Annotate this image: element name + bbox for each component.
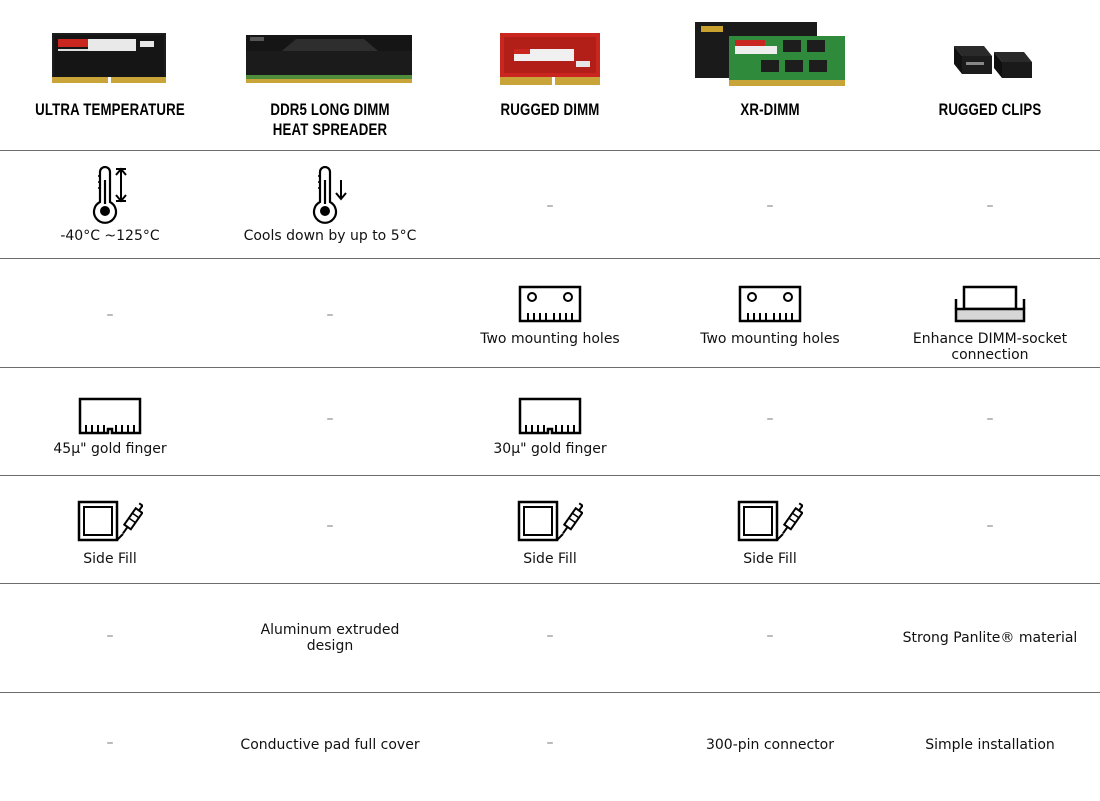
- cell-mounting-xr-dimm: Two mounting holes: [660, 285, 880, 347]
- not-applicable-dash: –: [326, 307, 334, 323]
- aluminum-design-label-line: Aluminum extruded: [260, 622, 400, 638]
- cell-extra-rugged-clips: Simple installation: [880, 737, 1100, 753]
- cell-goldfinger-ultra: 45μ" gold finger: [0, 397, 220, 457]
- row-divider: [0, 475, 1100, 476]
- cell-sidefill-rugged-dimm: Side Fill: [440, 500, 660, 567]
- cell-temperature-ultra: -40°C ~125°C: [0, 166, 220, 244]
- row-divider: [0, 150, 1100, 151]
- mounting-holes-icon: [738, 285, 802, 323]
- connector-pin-label: 300-pin connector: [705, 737, 834, 753]
- cell-extra-xr-dimm: 300-pin connector: [660, 737, 880, 753]
- not-applicable-dash: –: [986, 518, 994, 534]
- side-fill-syringe-icon: [517, 500, 583, 542]
- thermometer-cooling-icon: [312, 166, 347, 224]
- rugged-clips-image: [950, 42, 1034, 84]
- cell-sidefill-xr-dimm: Side Fill: [660, 500, 880, 567]
- cell-mounting-rugged-clips: Enhance DIMM-socket connection: [880, 285, 1100, 363]
- aluminum-design-label: Aluminum extruded design: [220, 622, 440, 654]
- gold-finger-icon: [518, 397, 582, 435]
- simple-installation-label: Simple installation: [925, 737, 1055, 753]
- cell-extra-ddr5: Conductive pad full cover: [220, 737, 440, 753]
- row-divider: [0, 692, 1100, 693]
- thermometer-range-icon: [92, 166, 127, 224]
- product-title-line: HEAT SPREADER: [272, 120, 388, 139]
- not-applicable-dash: –: [546, 198, 554, 214]
- cell-material-ddr5: Aluminum extruded design: [220, 622, 440, 654]
- aluminum-design-label-line: design: [306, 638, 354, 654]
- panlite-material-label: Strong Panlite® material: [902, 630, 1078, 646]
- not-applicable-dash: –: [106, 735, 114, 751]
- side-fill-syringe-icon: [77, 500, 143, 542]
- product-title-line: ULTRA TEMPERATURE: [35, 100, 185, 119]
- temperature-range-label: -40°C ~125°C: [60, 228, 160, 244]
- cell-sidefill-ultra: Side Fill: [0, 500, 220, 567]
- product-title-line: RUGGED DIMM: [500, 100, 600, 119]
- row-divider: [0, 258, 1100, 259]
- side-fill-label: Side Fill: [523, 551, 577, 567]
- socket-connection-label: Enhance DIMM-socket connection: [880, 331, 1100, 363]
- mounting-holes-label: Two mounting holes: [700, 331, 840, 347]
- cell-goldfinger-rugged-dimm: 30μ" gold finger: [440, 397, 660, 457]
- not-applicable-dash: –: [106, 628, 114, 644]
- xr-dimm-image: [695, 22, 845, 88]
- row-divider: [0, 367, 1100, 368]
- product-title-line: DDR5 LONG DIMM: [270, 100, 390, 119]
- product-title-ultra-temperature: ULTRA TEMPERATURE: [24, 100, 196, 120]
- cell-mounting-rugged-dimm: Two mounting holes: [440, 285, 660, 347]
- product-title-rugged-clips: RUGGED CLIPS: [904, 100, 1076, 120]
- conductive-pad-label: Conductive pad full cover: [240, 737, 420, 753]
- not-applicable-dash: –: [326, 518, 334, 534]
- product-title-xr-dimm: XR-DIMM: [684, 100, 856, 120]
- not-applicable-dash: –: [766, 198, 774, 214]
- not-applicable-dash: –: [546, 628, 554, 644]
- cell-material-rugged-clips: Strong Panlite® material: [880, 630, 1100, 646]
- not-applicable-dash: –: [986, 198, 994, 214]
- not-applicable-dash: –: [326, 411, 334, 427]
- ultra-temperature-module-image: [52, 33, 166, 83]
- gold-finger-label: 45μ" gold finger: [53, 441, 167, 457]
- cooling-label: Cools down by up to 5°C: [243, 228, 417, 244]
- product-title-line: XR-DIMM: [740, 100, 800, 119]
- cell-temperature-ddr5: Cools down by up to 5°C: [220, 166, 440, 244]
- socket-connection-label-line: connection: [951, 347, 1029, 363]
- product-title-rugged-dimm: RUGGED DIMM: [464, 100, 636, 120]
- gold-finger-icon: [78, 397, 142, 435]
- side-fill-syringe-icon: [737, 500, 803, 542]
- not-applicable-dash: –: [546, 735, 554, 751]
- not-applicable-dash: –: [766, 628, 774, 644]
- product-title-ddr5-heat-spreader: DDR5 LONG DIMM HEAT SPREADER: [244, 100, 416, 140]
- socket-connection-label-line: Enhance DIMM-socket: [912, 331, 1068, 347]
- not-applicable-dash: –: [986, 411, 994, 427]
- not-applicable-dash: –: [766, 411, 774, 427]
- ddr5-heat-spreader-image: [246, 33, 412, 83]
- side-fill-label: Side Fill: [743, 551, 797, 567]
- side-fill-label: Side Fill: [83, 551, 137, 567]
- dimm-socket-icon: [954, 285, 1026, 323]
- not-applicable-dash: –: [106, 307, 114, 323]
- product-title-line: RUGGED CLIPS: [938, 100, 1042, 119]
- rugged-dimm-image: [500, 33, 600, 85]
- mounting-holes-icon: [518, 285, 582, 323]
- gold-finger-label: 30μ" gold finger: [493, 441, 607, 457]
- mounting-holes-label: Two mounting holes: [480, 331, 620, 347]
- row-divider: [0, 583, 1100, 584]
